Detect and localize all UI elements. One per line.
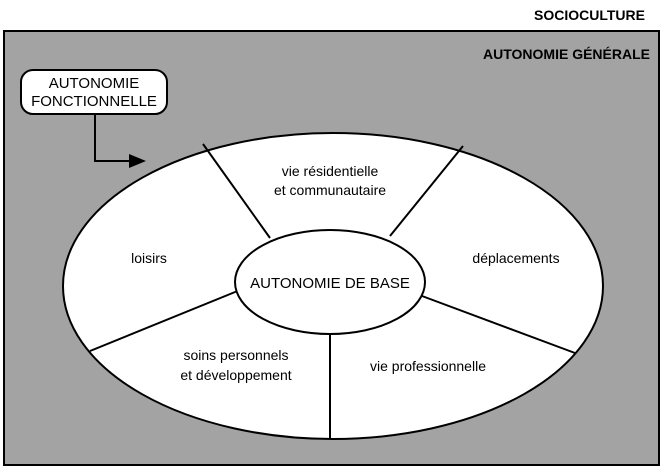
divider-bottom-left <box>89 289 241 352</box>
callout-arrowhead-icon <box>129 154 146 168</box>
segment-right-label: déplacements <box>472 250 559 266</box>
autonomie-generale-label: AUTONOMIE GÉNÉRALE <box>483 46 650 62</box>
segment-left-label: loisirs <box>131 250 167 266</box>
socioculture-label: SOCIOCULTURE <box>534 7 645 23</box>
divider-top-left <box>202 143 271 239</box>
callout-label-line2: FONCTIONNELLE <box>31 93 157 110</box>
callout-label-line1: AUTONOMIE <box>49 75 140 92</box>
divider-top-right <box>389 145 464 237</box>
segment-top-label-line1: vie résidentielle <box>282 163 379 179</box>
segment-bottom-left-label-line2: et développement <box>180 367 291 383</box>
divider-bottom-right <box>421 295 576 354</box>
callout-connector <box>94 115 130 162</box>
inner-ellipse <box>234 229 426 335</box>
callout-box <box>20 69 168 115</box>
center-label: AUTONOMIE DE BASE <box>250 275 410 292</box>
segment-bottom-left-label-line1: soins personnels <box>183 347 288 363</box>
segment-bottom-right-label: vie professionnelle <box>370 358 486 374</box>
segment-top-label-line2: et communautaire <box>274 182 386 198</box>
